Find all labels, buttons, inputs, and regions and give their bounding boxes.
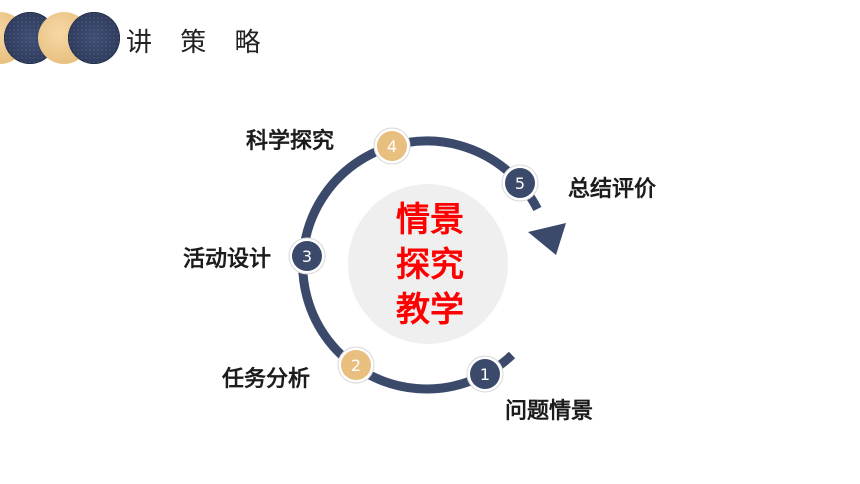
page-title: 讲 策 略 — [126, 28, 271, 58]
step-1-circle — [470, 359, 500, 389]
step-3-circle — [292, 241, 322, 271]
arrow-head — [528, 223, 566, 255]
step-2-circle — [341, 350, 371, 380]
step-4-label: 科学探究 — [246, 128, 334, 154]
step-5-number: 5 — [515, 174, 525, 193]
center-line-1: 情景 — [396, 200, 464, 240]
step-2-label: 任务分析 — [221, 366, 310, 392]
center-disc — [348, 184, 508, 344]
step-3-number: 3 — [302, 247, 312, 266]
step-5-circle — [505, 168, 535, 198]
step-2: 2 任务分析 — [221, 346, 375, 392]
step-4-number: 4 — [387, 137, 397, 156]
decor-circle-4 — [68, 12, 120, 64]
step-1: 1 问题情景 — [466, 355, 593, 424]
header: 讲 策 略 — [0, 0, 300, 80]
step-5-label: 总结评价 — [568, 176, 657, 202]
center-line-2: 探究 — [396, 245, 464, 285]
step-2-number: 2 — [351, 356, 361, 375]
step-1-label: 问题情景 — [505, 398, 593, 424]
step-4: 4 科学探究 — [246, 127, 411, 165]
step-3: 3 活动设计 — [183, 237, 326, 275]
step-3-label: 活动设计 — [183, 247, 271, 272]
step-5: 5 总结评价 — [501, 164, 657, 202]
center-line-3: 教学 — [396, 290, 464, 330]
step-1-number: 1 — [480, 365, 490, 384]
step-4-circle — [377, 131, 407, 161]
